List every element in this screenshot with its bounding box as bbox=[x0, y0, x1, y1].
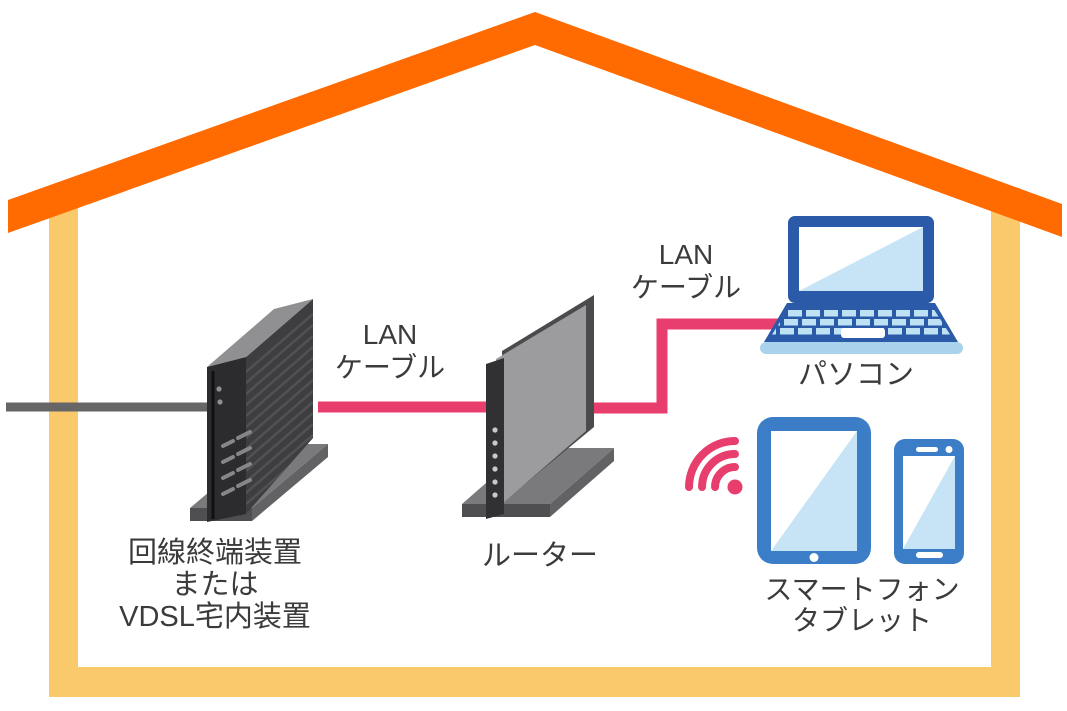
label-line: 回線終端装置 bbox=[127, 537, 303, 569]
label-line: ルーター bbox=[481, 540, 599, 572]
tablet-icon bbox=[757, 417, 871, 564]
label-terminal-device: 回線終端装置 または VDSL宅内装置 bbox=[119, 537, 311, 633]
laptop-icon bbox=[760, 216, 963, 354]
router-leds bbox=[492, 427, 498, 498]
smartphone-camera bbox=[945, 446, 953, 453]
label-line: ケーブル bbox=[334, 352, 446, 383]
house-floor bbox=[49, 667, 1020, 697]
label-line: または bbox=[171, 569, 259, 601]
label-mobile-devices: スマートフォン タブレット bbox=[764, 574, 959, 636]
label-router: ルーター bbox=[482, 540, 598, 572]
wifi-icon bbox=[685, 437, 743, 495]
label-computer: パソコン bbox=[798, 359, 914, 391]
tablet-home-button bbox=[809, 553, 819, 562]
house-roof bbox=[8, 12, 1062, 237]
terminal-device-icon bbox=[190, 299, 328, 522]
house-wall-left bbox=[49, 206, 78, 697]
lan-cable-downstream bbox=[588, 318, 790, 414]
laptop-trackpad bbox=[841, 328, 885, 338]
smartphone-speaker bbox=[916, 447, 938, 452]
house-wall-right bbox=[991, 188, 1020, 697]
label-lan-cable-upstream: LAN ケーブル bbox=[335, 318, 445, 384]
label-line: パソコン bbox=[797, 359, 915, 391]
label-line: VDSL宅内装置 bbox=[119, 601, 311, 633]
label-line: LAN bbox=[658, 239, 714, 270]
router-icon bbox=[462, 295, 614, 519]
house-outline bbox=[8, 12, 1062, 697]
label-line: LAN bbox=[362, 319, 418, 350]
label-line: タブレット bbox=[791, 605, 933, 636]
label-line: ケーブル bbox=[630, 272, 742, 303]
terminal-device-leds bbox=[216, 386, 223, 405]
laptop-keys bbox=[771, 310, 951, 335]
smartphone-home-bar bbox=[916, 552, 943, 558]
label-line: スマートフォン bbox=[764, 574, 960, 605]
terminal-device-vents bbox=[221, 430, 252, 496]
smartphone-icon bbox=[894, 439, 964, 564]
label-lan-cable-downstream: LAN ケーブル bbox=[631, 238, 741, 304]
